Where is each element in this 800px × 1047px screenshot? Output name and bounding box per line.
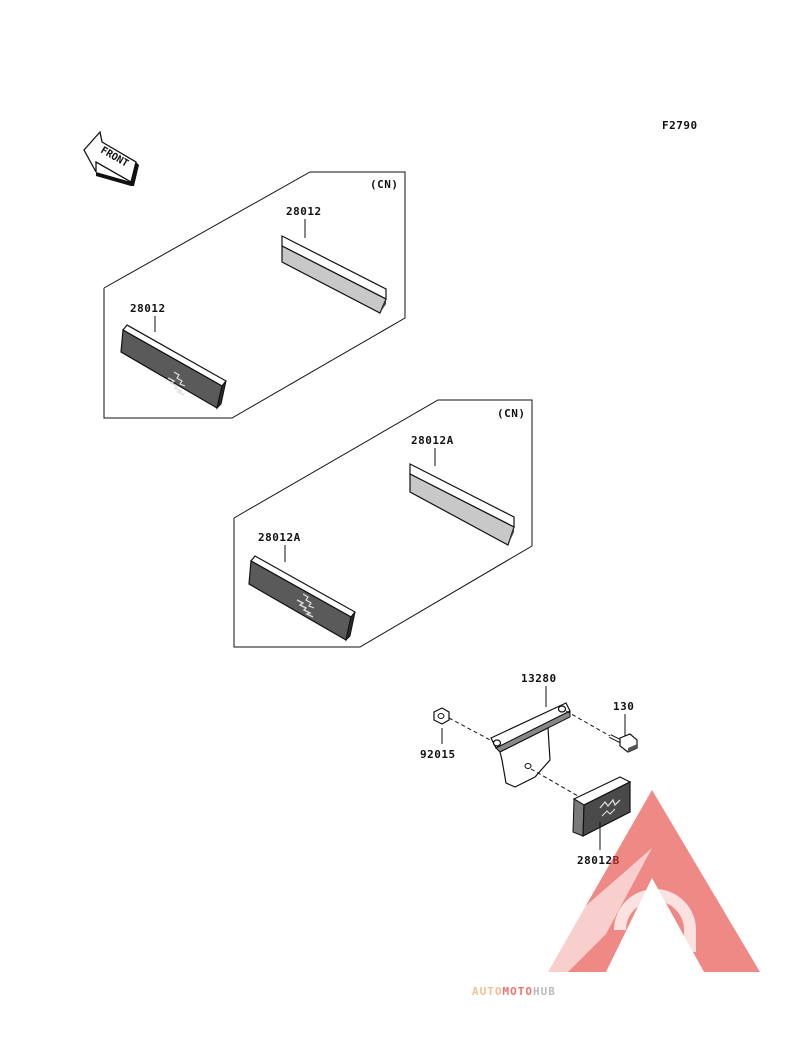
figure-code: F2790 [662,119,698,132]
group-2-variant: (CN) [497,407,526,420]
reflector-strip-3 [409,463,515,546]
group-1: (CN) 28012 28012 [103,171,406,419]
watermark-brand-moto: MOTO [503,985,534,998]
reflector-strip-1 [281,235,387,314]
kawasaki-logo-icon-2 [296,593,315,618]
group-2-part-2-label: 28012A [258,531,301,544]
reflector-strip-2 [120,324,227,410]
small-reflector-icon [572,776,632,837]
nut-icon [433,707,450,725]
group-1-frame [103,171,406,419]
group-2-frame [233,399,533,648]
reflector-strip-4 [248,555,356,642]
group-1-part-1-label: 28012 [286,205,322,218]
bolt-label: 130 [613,700,634,713]
small-reflector-logo-icon [599,798,621,817]
nut-label: 92015 [420,748,456,761]
watermark-brand-hub: HUB [533,985,556,998]
group-1-variant: (CN) [370,178,399,191]
bracket-icon [490,702,571,788]
bolt-icon [609,733,638,753]
watermark: AUTOMOTOHUB [472,790,760,998]
kawasaki-logo-icon [167,371,186,396]
watermark-brand-auto: AUTO [472,985,503,998]
watermark-brand: AUTOMOTOHUB [472,985,556,998]
small-reflector-label: 28012B [577,854,620,867]
group-2-part-1-label: 28012A [411,434,454,447]
group-1-part-2-label: 28012 [130,302,166,315]
bracket-assembly: 13280 130 92015 [420,672,638,867]
bracket-label: 13280 [521,672,557,685]
watermark-logo-icon [510,790,760,972]
group-2: (CN) 28012A 28012A [233,399,533,648]
front-arrow-icon: FRONT [83,130,139,186]
